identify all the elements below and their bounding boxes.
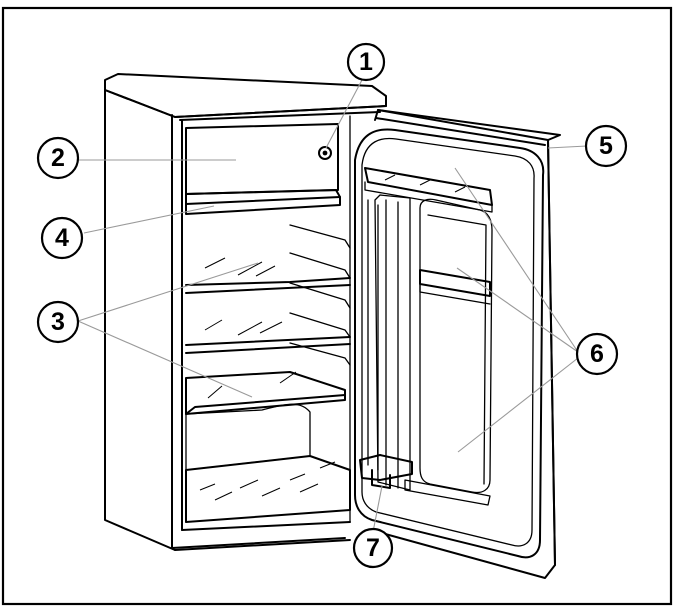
callout-label-1: 1 bbox=[359, 48, 373, 76]
glass-shelves bbox=[185, 224, 351, 415]
callout-3: 3 bbox=[36, 300, 80, 344]
leader-6b bbox=[456, 267, 579, 353]
leader-1 bbox=[325, 79, 363, 149]
fridge-cabinet bbox=[104, 73, 387, 551]
crisper-drawer bbox=[185, 403, 311, 471]
callout-7: 7 bbox=[352, 527, 394, 569]
callout-2: 2 bbox=[36, 136, 80, 180]
callout-label-7: 7 bbox=[366, 534, 380, 562]
leader-6c bbox=[457, 357, 579, 453]
callout-label-5: 5 bbox=[599, 132, 613, 160]
callout-label-6: 6 bbox=[590, 340, 604, 368]
callout-4: 4 bbox=[40, 216, 84, 260]
fridge-door bbox=[354, 109, 561, 579]
leader-lines bbox=[77, 79, 588, 533]
freezer-compartment bbox=[185, 123, 341, 215]
leader-6a bbox=[454, 167, 579, 353]
leader-5 bbox=[547, 145, 588, 149]
callout-label-3: 3 bbox=[51, 308, 65, 336]
leader-3a bbox=[77, 262, 259, 322]
callout-label-4: 4 bbox=[55, 224, 69, 252]
figure-frame bbox=[1, 6, 673, 606]
callout-1: 1 bbox=[346, 42, 386, 82]
cabinet-floor bbox=[185, 455, 351, 523]
callout-label-2: 2 bbox=[51, 144, 65, 172]
callout-5: 5 bbox=[584, 124, 628, 168]
leader-4 bbox=[83, 205, 215, 234]
leader-7 bbox=[372, 485, 383, 533]
callout-6: 6 bbox=[575, 332, 619, 376]
leader-3b bbox=[77, 320, 253, 398]
